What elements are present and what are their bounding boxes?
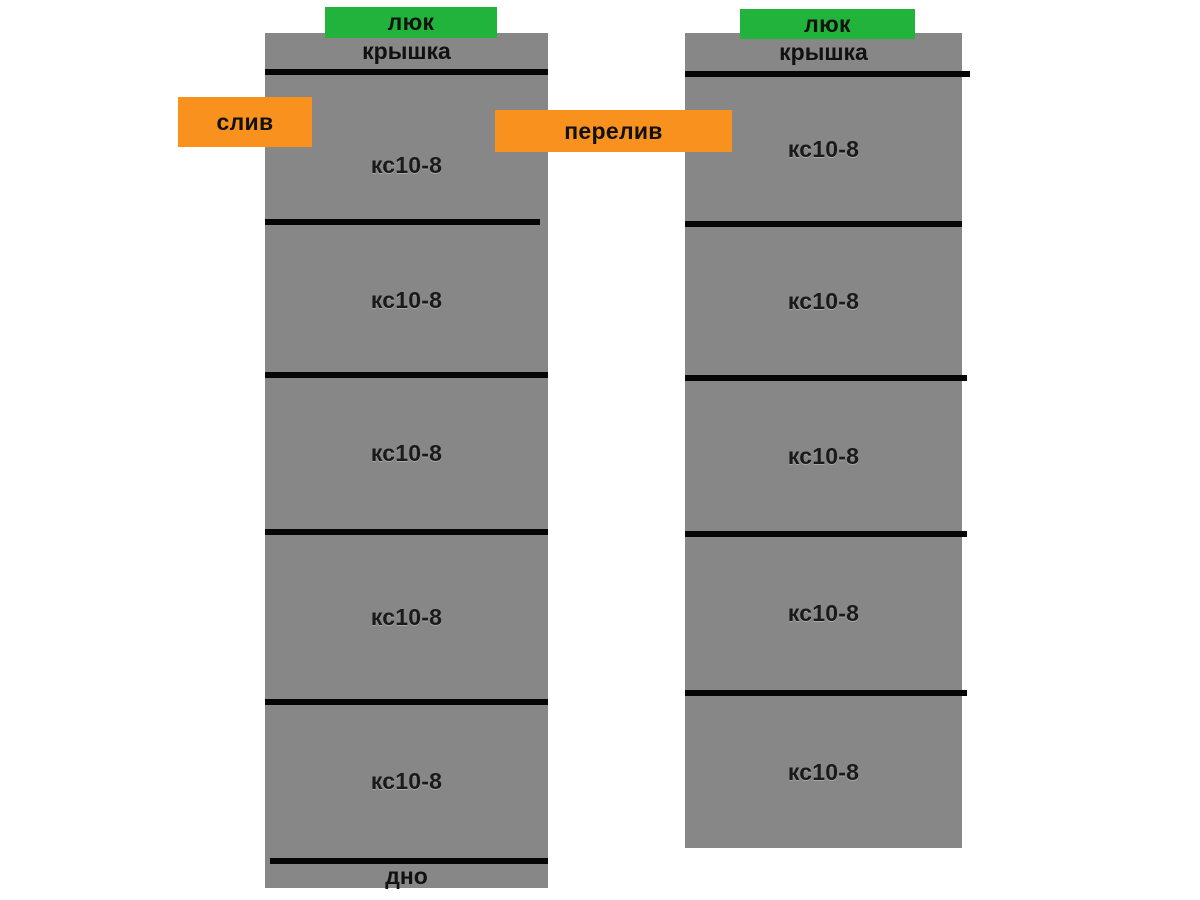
left-tank-lid-label: крышка: [362, 37, 451, 64]
left-tank-seam-1: [265, 219, 540, 225]
left-tank-ring-5-label: кс10-8: [370, 768, 443, 794]
left-tank-bottom: дно: [265, 862, 548, 889]
left-tank-ring-4-label: кс10-8: [370, 603, 443, 630]
left-tank-seam-2: [265, 372, 548, 378]
drain-pipe-label: слив: [216, 108, 274, 135]
right-tank-ring-1: кс10-8: [685, 77, 962, 221]
left-tank: крышка кс10-8 кс10-8 кс10-8 кс10-8 кс10-…: [265, 33, 548, 889]
right-tank-ring-1-label: кс10-8: [787, 135, 860, 162]
right-tank: крышка кс10-8 кс10-8 кс10-8 кс10-8 кс10-…: [685, 33, 970, 848]
right-tank-seam-lid: [685, 71, 970, 77]
overflow-pipe-label: перелив: [564, 117, 663, 144]
right-tank-seam-4: [685, 690, 967, 696]
right-tank-ring-2: кс10-8: [685, 227, 962, 375]
left-tank-ring-3: кс10-8: [265, 378, 548, 529]
overflow-pipe-callout[interactable]: перелив: [495, 110, 732, 152]
right-tank-ring-5-label: кс10-8: [787, 758, 860, 785]
right-tank-lid-label: крышка: [779, 38, 868, 65]
left-tank-ring-4: кс10-8: [265, 535, 548, 699]
right-tank-lid: крышка: [685, 33, 962, 71]
left-tank-seam-3: [265, 529, 548, 535]
right-tank-ring-2-label: кс10-8: [787, 287, 860, 314]
left-tank-bottom-label: дно: [385, 862, 428, 889]
right-tank-seam-1: [685, 221, 962, 227]
left-tank-ring-2: кс10-8: [265, 225, 548, 375]
right-tank-ring-4: кс10-8: [685, 537, 962, 690]
drain-pipe-callout[interactable]: слив: [178, 97, 312, 147]
left-tank-seam-lid: [265, 69, 548, 75]
left-tank-ring-3-label: кс10-8: [370, 440, 443, 466]
right-tank-hatch-callout[interactable]: люк: [740, 9, 915, 39]
left-tank-ring-2-label: кс10-8: [370, 286, 443, 313]
left-tank-seam-bottom: [270, 858, 548, 864]
left-tank-ring-1-label: кс10-8: [370, 151, 443, 178]
left-tank-seam-4: [265, 699, 548, 705]
right-tank-seam-3: [685, 531, 967, 537]
left-tank-hatch-callout[interactable]: люк: [325, 7, 497, 38]
right-tank-ring-5: кс10-8: [685, 696, 962, 848]
right-tank-ring-4-label: кс10-8: [787, 600, 860, 626]
left-tank-lid: крышка: [265, 33, 548, 69]
left-tank-ring-1: кс10-8: [265, 75, 548, 255]
right-tank-ring-3-label: кс10-8: [787, 442, 860, 469]
right-tank-ring-3: кс10-8: [685, 381, 962, 531]
left-tank-hatch-label: люк: [387, 9, 435, 35]
left-tank-ring-5: кс10-8: [265, 705, 548, 858]
right-tank-seam-2: [685, 375, 967, 381]
right-tank-hatch-label: люк: [804, 10, 851, 37]
